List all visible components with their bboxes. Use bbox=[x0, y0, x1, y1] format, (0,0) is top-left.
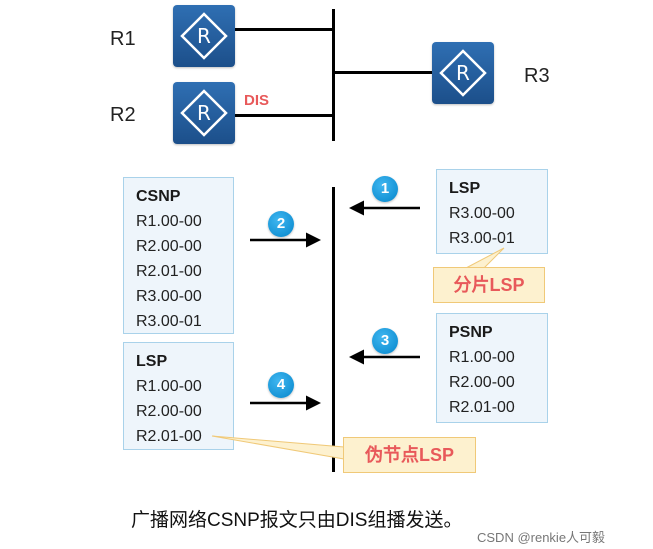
lan-segment-top bbox=[332, 9, 335, 141]
psnp-box: PSNP R1.00-00 R2.00-00 R2.01-00 bbox=[436, 313, 548, 423]
link-r2 bbox=[235, 114, 334, 117]
lsp-right-entry: R3.00-00 bbox=[449, 205, 515, 222]
svg-text:R: R bbox=[456, 61, 470, 85]
router-r2-label: R2 bbox=[110, 104, 136, 126]
step-3-badge: 3 bbox=[372, 328, 398, 354]
router-r3-label: R3 bbox=[524, 65, 550, 87]
lsp-left-entry: R2.01-00 bbox=[136, 428, 202, 445]
psnp-entry: R2.00-00 bbox=[449, 374, 515, 391]
step-2-badge: 2 bbox=[268, 211, 294, 237]
router-r2-icon: R bbox=[173, 82, 235, 144]
lsp-right-box: LSP R3.00-00 R3.00-01 bbox=[436, 169, 548, 254]
lsp-left-entry: R1.00-00 bbox=[136, 378, 202, 395]
svg-text:R: R bbox=[197, 24, 211, 48]
csnp-entry: R3.00-00 bbox=[136, 288, 202, 305]
link-r3 bbox=[334, 71, 432, 74]
psnp-header: PSNP bbox=[449, 324, 493, 341]
psnp-entry: R1.00-00 bbox=[449, 349, 515, 366]
router-r3-icon: R bbox=[432, 42, 494, 104]
lsp-right-entry: R3.00-01 bbox=[449, 230, 515, 247]
pseudonode-lsp-callout: 伪节点LSP bbox=[343, 437, 476, 473]
fragment-lsp-callout: 分片LSP bbox=[433, 267, 545, 303]
diagram-caption: 广播网络CSNP报文只由DIS组播发送。 bbox=[131, 510, 463, 531]
csnp-entry: R2.01-00 bbox=[136, 263, 202, 280]
router-r1-label: R1 bbox=[110, 28, 136, 50]
link-r1 bbox=[235, 28, 334, 31]
csnp-entry: R3.00-01 bbox=[136, 313, 202, 330]
lsp-right-header: LSP bbox=[449, 180, 481, 197]
lsp-left-entry: R2.00-00 bbox=[136, 403, 202, 420]
csnp-box: CSNP R1.00-00 R2.00-00 R2.01-00 R3.00-00… bbox=[123, 177, 234, 334]
lan-segment-exchange bbox=[332, 187, 335, 472]
lsp-left-box: LSP R1.00-00 R2.00-00 R2.01-00 bbox=[123, 342, 234, 450]
step-1-badge: 1 bbox=[372, 176, 398, 202]
watermark: CSDN @renkie人可毅 bbox=[477, 530, 606, 545]
csnp-entry: R2.00-00 bbox=[136, 238, 202, 255]
psnp-entry: R2.01-00 bbox=[449, 399, 515, 416]
router-r1-icon: R bbox=[173, 5, 235, 67]
lsp-left-header: LSP bbox=[136, 353, 168, 370]
dis-tag: DIS bbox=[244, 92, 270, 109]
csnp-header: CSNP bbox=[136, 188, 181, 205]
csnp-entry: R1.00-00 bbox=[136, 213, 202, 230]
step-4-badge: 4 bbox=[268, 372, 294, 398]
svg-text:R: R bbox=[197, 101, 211, 125]
